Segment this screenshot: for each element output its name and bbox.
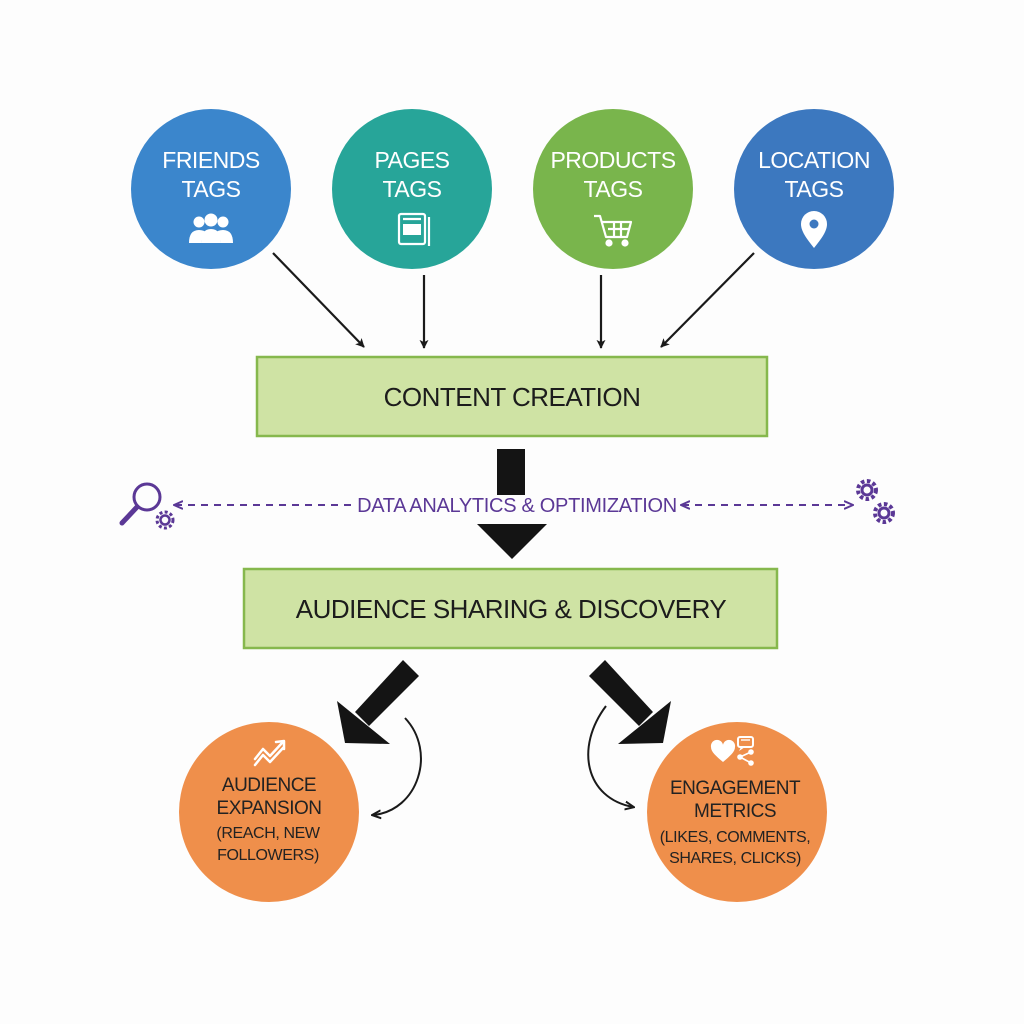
page-book-icon <box>397 212 431 246</box>
audience-expansion-circle <box>179 722 359 902</box>
curved-arrow-left <box>373 717 422 815</box>
content-creation-box: CONTENT CREATION <box>255 355 769 438</box>
tag-node-friends: FRIENDS TAGS <box>131 109 291 269</box>
location-tags-label-line1: LOCATION <box>758 147 870 173</box>
growth-trend-icon <box>253 739 286 767</box>
content-creation-rect <box>255 355 769 438</box>
audience-sharing-rect <box>242 567 779 650</box>
friends-tags-circle <box>131 109 291 269</box>
products-tags-circle <box>533 109 693 269</box>
audience-expansion-detail-line2: FOLLOWERS) <box>217 847 319 864</box>
tag-node-location: LOCATION TAGS <box>734 109 894 269</box>
tag-node-pages: PAGES TAGS <box>332 109 492 269</box>
curved-arrow-right <box>587 705 633 807</box>
arrow-to-audience-expansion <box>337 660 419 744</box>
arrow-friends-to-content <box>272 252 365 348</box>
analytics-row: DATA ANALYTICS & OPTIMIZATION <box>119 479 895 530</box>
engagement-metrics-circle <box>647 722 827 902</box>
friends-group-icon <box>189 213 233 243</box>
pages-tags-label-line1: PAGES <box>374 147 449 173</box>
arrow-location-to-content <box>660 252 755 348</box>
friends-tags-label-line2: TAGS <box>182 176 241 202</box>
outcome-node-audience-expansion: AUDIENCE EXPANSION (REACH, NEW FOLLOWERS… <box>179 722 359 902</box>
center-down-arrow <box>477 449 547 559</box>
products-tags-label-line2: TAGS <box>584 176 643 202</box>
analytics-label: DATA ANALYTICS & OPTIMIZATION <box>357 495 677 517</box>
audience-expansion-detail-line1: (REACH, NEW <box>216 825 320 842</box>
pages-tags-label-line2: TAGS <box>383 176 442 202</box>
engagement-metrics-detail-line2: SHARES, CLICKS) <box>669 850 801 867</box>
search-gear-icon <box>119 482 175 530</box>
engagement-metrics-detail-line1: (LIKES, COMMENTS, <box>660 829 811 846</box>
friends-tags-label-line1: FRIENDS <box>162 147 260 173</box>
audience-sharing-box: AUDIENCE SHARING & DISCOVERY <box>242 567 779 650</box>
audience-sharing-label: AUDIENCE SHARING & DISCOVERY <box>296 594 727 624</box>
arrow-to-engagement-metrics <box>589 660 671 744</box>
gears-icon <box>856 479 895 524</box>
products-tags-label-line1: PRODUCTS <box>550 147 675 173</box>
tag-node-products: PRODUCTS TAGS <box>533 109 693 269</box>
content-creation-label: CONTENT CREATION <box>384 382 641 412</box>
pages-tags-circle <box>332 109 492 269</box>
engagement-metrics-title-line1: ENGAGEMENT <box>670 778 801 799</box>
heart-comment-share-icon <box>710 736 754 766</box>
audience-expansion-title-line1: AUDIENCE <box>222 775 316 796</box>
outcome-node-engagement-metrics: ENGAGEMENT METRICS (LIKES, COMMENTS, SHA… <box>647 722 827 902</box>
location-pin-icon <box>801 211 827 248</box>
location-tags-label-line2: TAGS <box>785 176 844 202</box>
shopping-cart-icon <box>594 214 633 247</box>
audience-expansion-title-line2: EXPANSION <box>217 798 322 819</box>
engagement-metrics-title-line2: METRICS <box>694 801 776 822</box>
location-tags-circle <box>734 109 894 269</box>
tag-to-content-arrows <box>272 252 755 349</box>
